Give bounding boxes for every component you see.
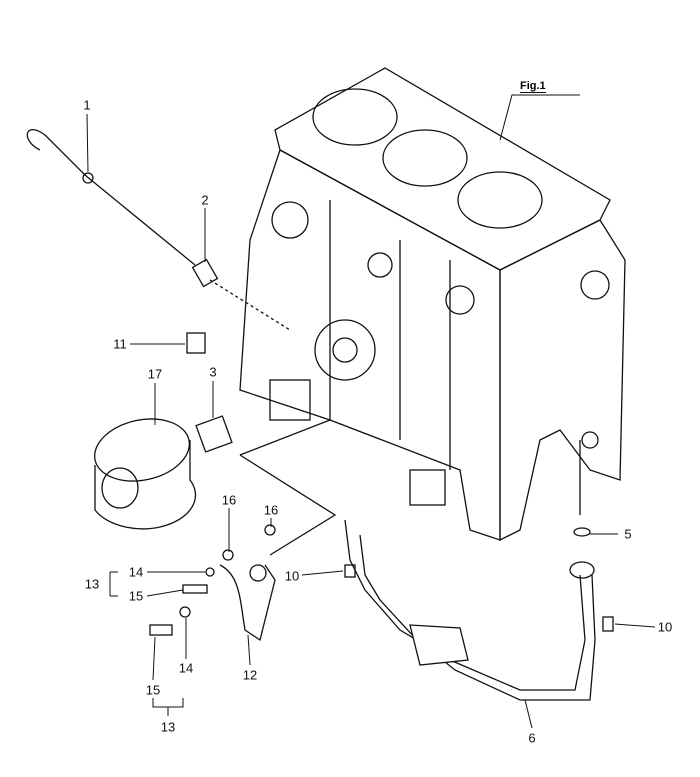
callout-3: 3	[209, 364, 217, 380]
callout-14a: 14	[128, 564, 144, 580]
callout-5: 5	[624, 526, 632, 542]
callout-10a: 10	[284, 568, 300, 584]
callout-16b: 16	[263, 502, 279, 518]
dipstick-drawing	[26, 129, 196, 266]
oil-switch-drawing	[186, 332, 206, 354]
callout-13a: 13	[84, 576, 100, 592]
callout-2: 2	[201, 192, 209, 208]
strainer-pipe-drawing	[344, 519, 586, 691]
block-side-face	[499, 219, 626, 542]
leader-lines	[86, 94, 656, 729]
callout-10b: 10	[657, 619, 673, 635]
callout-13b: 13	[160, 719, 176, 735]
callout-15a: 15	[128, 588, 144, 604]
callout-17: 17	[147, 366, 163, 382]
callout-14b: 14	[178, 660, 194, 676]
callout-12: 12	[242, 667, 258, 683]
oil-pipe-drawing	[219, 564, 276, 642]
callout-16a: 16	[221, 492, 237, 508]
callout-6: 6	[528, 730, 536, 746]
figure-label: Fig.1	[520, 80, 546, 93]
callout-11: 11	[113, 336, 127, 352]
callout-1: 1	[83, 97, 91, 113]
callout-15b: 15	[145, 682, 161, 698]
